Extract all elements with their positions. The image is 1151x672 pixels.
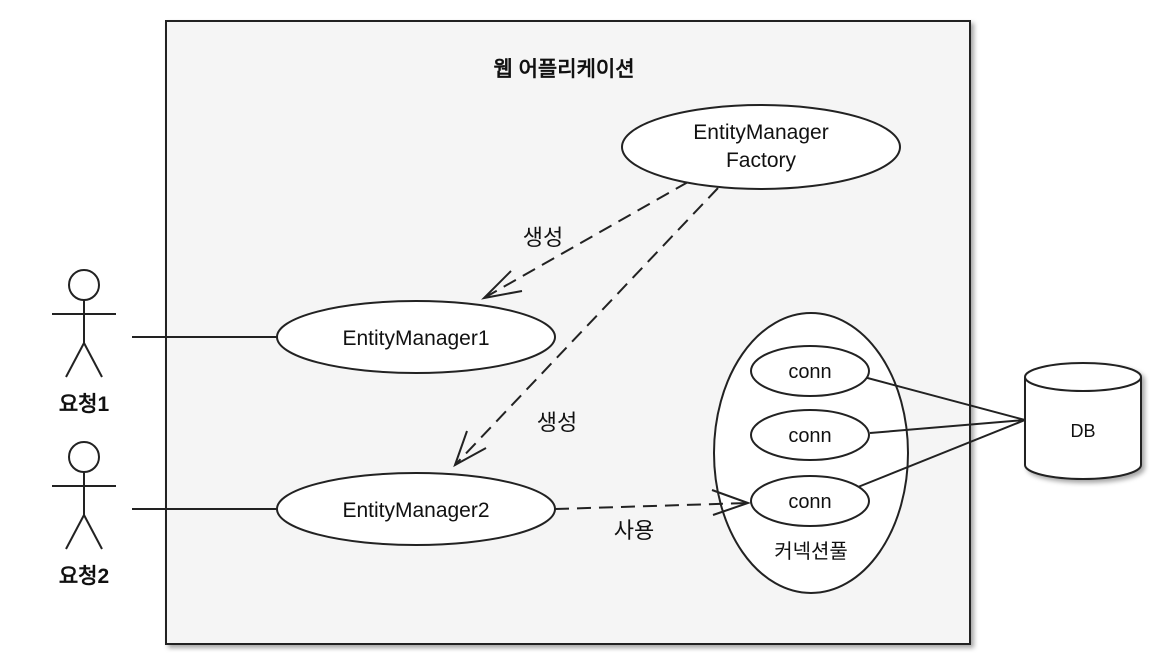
conn2-db-link (869, 419, 1026, 434)
connection-2-label: conn (788, 425, 831, 447)
container-title: 웹 어플리케이션 (493, 58, 634, 81)
actor-1-figure (52, 269, 116, 378)
factory-label-line1: EntityManager (693, 121, 828, 144)
create-label-1: 생성 (523, 225, 563, 250)
actor-1-label: 요청1 (59, 393, 110, 416)
database-label: DB (1070, 421, 1095, 441)
connection-3-label: conn (788, 491, 831, 513)
actor-2-label: 요청2 (59, 565, 109, 588)
entity-manager-2-label: EntityManager2 (342, 499, 489, 522)
database-cylinder (1024, 362, 1142, 480)
create-arrow-em1 (481, 181, 689, 300)
create-label-2: 생성 (537, 410, 577, 435)
create-arrow-em2 (453, 187, 719, 468)
use-arrow (554, 489, 752, 516)
entity-manager-1 (276, 300, 556, 374)
conn3-db-link (857, 419, 1026, 488)
connection-2 (750, 409, 870, 461)
entity-manager-1-label: EntityManager1 (342, 327, 489, 350)
entity-manager-factory (621, 104, 901, 190)
connection-1 (750, 345, 870, 397)
use-label: 사용 (614, 518, 654, 543)
connection-1-label: conn (788, 361, 831, 383)
connection-pool-label: 커넥션풀 (774, 540, 848, 563)
conn1-db-link (859, 375, 1026, 421)
connection-3 (750, 475, 870, 527)
factory-label-line2: Factory (726, 149, 797, 172)
actor-2-figure (52, 441, 116, 550)
